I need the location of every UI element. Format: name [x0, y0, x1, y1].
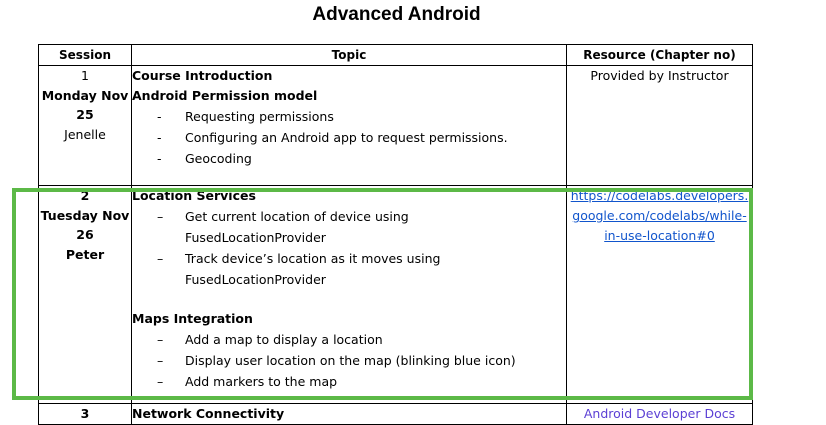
bullet-text: Geocoding — [185, 151, 252, 166]
resource-cell: Provided by Instructor — [566, 65, 753, 186]
spacer — [132, 290, 566, 309]
link-line: https://codelabs.developers. — [570, 188, 749, 203]
session-cell: 1 Monday Nov 25 Jenelle — [38, 65, 132, 186]
bullet-marker: – — [157, 353, 164, 368]
session-presenter: Jenelle — [64, 126, 106, 142]
session-cell: 2 Tuesday Nov 26 Peter — [38, 185, 132, 404]
bullet-text: Requesting permissions — [185, 109, 334, 124]
list-item: – Display user location on the map (blin… — [132, 350, 566, 371]
session-day: Tuesday Nov — [40, 207, 130, 223]
session-number: 2 — [80, 188, 90, 203]
session-cell: 3 — [38, 403, 132, 425]
resource-cell: Android Developer Docs — [566, 403, 753, 425]
bullet-marker: - — [157, 109, 162, 124]
bullet-text: Display user location on the map (blinki… — [185, 353, 516, 368]
topic-heading: Network Connectivity — [132, 406, 285, 421]
bullet-text-line: FusedLocationProvider — [185, 272, 326, 287]
bullet-text-line: Track device’s location as it moves usin… — [185, 251, 441, 266]
android-docs-link[interactable]: Android Developer Docs — [583, 406, 736, 421]
topic-heading: Android Permission model — [132, 88, 318, 103]
codelabs-link[interactable]: https://codelabs.developers. google.com/… — [571, 188, 749, 243]
bullet-marker: - — [157, 130, 162, 145]
list-item: – Track device’s location as it moves us… — [132, 248, 566, 290]
resource-text: Provided by Instructor — [590, 68, 729, 83]
bullet-text-line: FusedLocationProvider — [185, 230, 326, 245]
table-row: 3 Network Connectivity Android Developer… — [38, 403, 753, 425]
bullet-text: Add a map to display a location — [185, 332, 383, 347]
session-day: Monday Nov — [41, 87, 129, 103]
topic-cell: Course Introduction Android Permission m… — [131, 65, 567, 186]
bullet-text: Configuring an Android app to request pe… — [185, 130, 508, 145]
resource-cell: https://codelabs.developers. google.com/… — [566, 185, 753, 404]
bullet-text: Add markers to the map — [185, 374, 338, 389]
topic-heading: Maps Integration — [132, 311, 253, 326]
bullet-text-line: Get current location of device using — [185, 209, 409, 224]
bullet-text: Get current location of device using Fus… — [185, 206, 566, 248]
bullet-marker: – — [157, 332, 164, 347]
document-title: Advanced Android — [312, 4, 481, 25]
header-topic: Topic — [131, 44, 567, 66]
list-item: - Requesting permissions — [132, 106, 566, 127]
topic-cell: Location Services – Get current location… — [131, 185, 567, 404]
bullet-text: Track device’s location as it moves usin… — [185, 248, 566, 290]
topic-cell: Network Connectivity — [131, 403, 567, 425]
list-item: - Configuring an Android app to request … — [132, 127, 566, 148]
bullet-marker: – — [157, 251, 164, 266]
header-session: Session — [38, 44, 132, 66]
header-resource: Resource (Chapter no) — [566, 44, 753, 66]
table-header-row: Session Topic Resource (Chapter no) — [38, 44, 753, 66]
session-number: 1 — [81, 68, 89, 83]
list-item: – Add markers to the map — [132, 371, 566, 392]
topic-heading: Location Services — [132, 188, 256, 203]
bullet-marker: – — [157, 209, 164, 224]
session-presenter: Peter — [65, 246, 105, 262]
table-row: 2 Tuesday Nov 26 Peter Location Services… — [38, 185, 753, 404]
list-item: - Geocoding — [132, 148, 566, 169]
link-line: in-use-location#0 — [604, 228, 715, 243]
topic-heading: Course Introduction — [132, 68, 273, 83]
session-number: 3 — [80, 406, 90, 421]
session-date: 25 — [76, 107, 94, 122]
sessions-table: Session Topic Resource (Chapter no) 1 Mo… — [38, 44, 753, 425]
list-item: – Get current location of device using F… — [132, 206, 566, 248]
table-row: 1 Monday Nov 25 Jenelle Course Introduct… — [38, 65, 753, 186]
list-item: – Add a map to display a location — [132, 329, 566, 350]
link-line: google.com/codelabs/while- — [572, 208, 747, 223]
session-date: 26 — [76, 227, 94, 242]
bullet-marker: – — [157, 374, 164, 389]
bullet-marker: - — [157, 151, 162, 166]
